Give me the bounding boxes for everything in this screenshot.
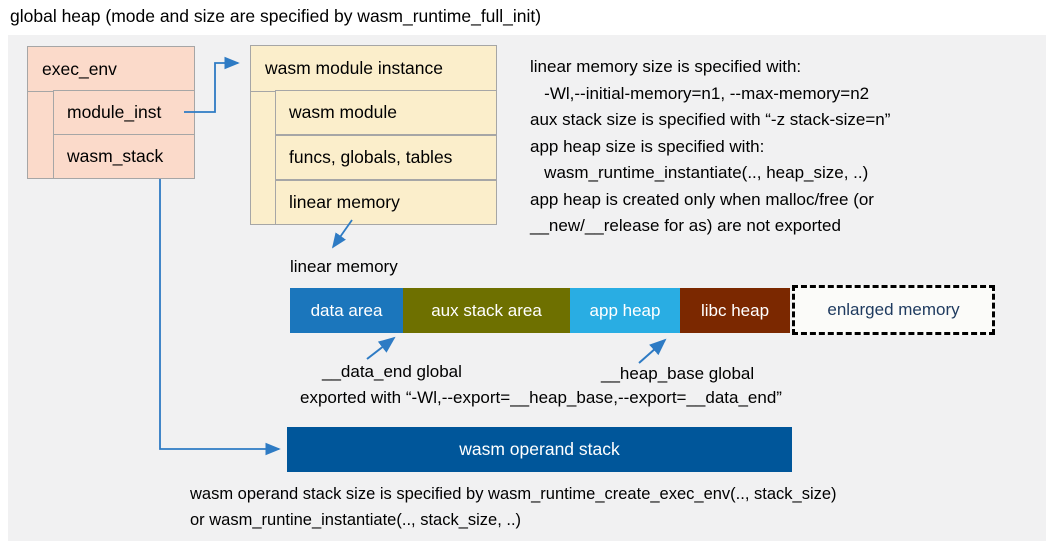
note-line: or wasm_runtine_instantiate(.., stack_si…: [190, 510, 522, 529]
module-instance-header: wasm module instance: [251, 46, 496, 92]
note-line: aux stack size is specified with “-z sta…: [530, 110, 891, 129]
note-line: app heap size is specified with:: [530, 136, 765, 156]
segment-data-area: data area: [290, 288, 403, 333]
segment-libc-heap-label: libc heap: [700, 300, 770, 320]
segment-data-area-label: data area: [310, 300, 383, 320]
operand-stack-bar: wasm operand stack: [287, 427, 792, 472]
funcs-globals-tables-label: funcs, globals, tables: [289, 147, 453, 167]
module-inst-label: module_inst: [67, 102, 162, 122]
operand-stack-label: wasm operand stack: [459, 439, 620, 459]
note-line: -Wl,--initial-memory=n1, --max-memory=n2: [530, 83, 870, 103]
wasm-module-row: wasm module: [275, 90, 497, 135]
segment-app-heap-label: app heap: [589, 300, 661, 320]
note-line: app heap is created only when malloc/fre…: [530, 189, 874, 209]
wasm-stack-box: wasm_stack: [53, 134, 195, 179]
stack-notes: wasm operand stack size is specified by …: [190, 482, 1050, 533]
heap-base-label: __heap_base global: [601, 364, 755, 383]
note-line: linear memory size is specified with:: [530, 57, 802, 76]
memory-notes: linear memory size is specified with: -W…: [530, 54, 1050, 240]
exported-with-label: exported with “-Wl,--export=__heap_base,…: [300, 388, 782, 407]
note-line: __new/__release for as) are not exported: [530, 216, 841, 235]
segment-enlarged-memory-label: enlarged memory: [827, 300, 960, 319]
module-inst-box: module_inst: [53, 90, 195, 135]
linear-memory-row-label: linear memory: [289, 192, 400, 212]
wasm-stack-label: wasm_stack: [67, 146, 164, 166]
segment-enlarged-memory: enlarged memory: [792, 285, 995, 335]
segment-aux-stack-area-label: aux stack area: [431, 300, 542, 320]
data-end-label: __data_end global: [322, 362, 462, 381]
funcs-globals-tables-row: funcs, globals, tables: [275, 135, 497, 180]
exec-env-label: exec_env: [42, 58, 117, 79]
page-title: global heap (mode and size are specified…: [10, 6, 542, 26]
segment-libc-heap: libc heap: [680, 288, 790, 333]
linear-memory-row: linear memory: [275, 180, 497, 225]
segment-app-heap: app heap: [570, 288, 680, 333]
segment-aux-stack-area: aux stack area: [403, 288, 570, 333]
module-instance-label: wasm module instance: [265, 58, 443, 78]
exec-env-header: exec_env: [28, 47, 194, 92]
linear-memory-label: linear memory: [290, 257, 398, 276]
wasm-module-label: wasm module: [289, 102, 397, 122]
note-line: wasm operand stack size is specified by …: [190, 485, 837, 503]
note-line: wasm_runtime_instantiate(.., heap_size, …: [530, 163, 869, 182]
